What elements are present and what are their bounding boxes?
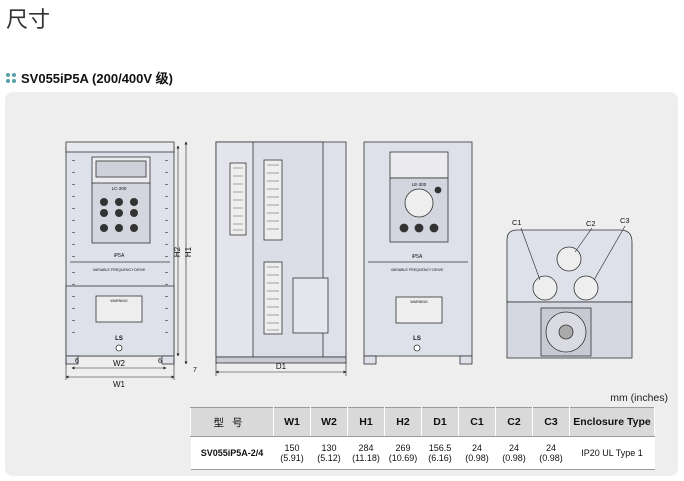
keypad-alt-model-label: LE-300 <box>412 182 427 187</box>
product-name-alt-label: iP5A <box>412 254 423 260</box>
header-w1: W1 <box>273 407 311 437</box>
brand-logo-label: LS <box>115 336 123 342</box>
keypad-model-label: LC-200 <box>112 186 127 191</box>
header-c1: C1 <box>458 407 496 437</box>
cell-enclosure: IP20 UL Type 1 <box>569 436 655 470</box>
brand-logo-alt-label: LS <box>413 336 421 342</box>
cell-w2: 130(5.12) <box>310 436 348 470</box>
bottom-view <box>506 229 633 359</box>
header-h1: H1 <box>347 407 385 437</box>
table-row: SV055iP5A-2/4 150(5.91) 130(5.12) 284(11… <box>190 436 655 470</box>
header-d1: D1 <box>421 407 459 437</box>
cell-c2: 24(0.98) <box>495 436 533 470</box>
product-name-label: iP5A <box>114 253 125 259</box>
warning-alt-label: WARNING <box>410 300 427 304</box>
cell-w1: 150(5.91) <box>273 436 311 470</box>
side-view <box>215 141 347 364</box>
c2-label: C2 <box>586 219 596 228</box>
section-heading: SV055iP5A (200/400V 级) <box>6 68 173 87</box>
front-view <box>65 141 175 365</box>
table-header-row: 型号 W1 W2 H1 H2 D1 C1 C2 C3 Enclosure Typ… <box>190 407 655 437</box>
cell-c3: 24(0.98) <box>532 436 570 470</box>
cell-h2: 269(10.69) <box>384 436 422 470</box>
product-tagline-label: VARIABLE FREQUENCY DRIVE <box>93 268 146 272</box>
header-enclosure: Enclosure Type <box>569 407 655 437</box>
h2-dimension-label: H2 <box>173 246 182 257</box>
header-model: 型号 <box>190 407 274 437</box>
front-view-alt <box>363 141 473 365</box>
left-gap-label: 6 <box>75 358 79 365</box>
header-c2: C2 <box>495 407 533 437</box>
cell-h1: 284(11.18) <box>347 436 385 470</box>
page-title: 尺寸 <box>6 8 51 33</box>
w1-dimension-label: W1 <box>113 380 126 389</box>
product-tagline-alt-label: VARIABLE FREQUENCY DRIVE <box>391 268 444 272</box>
header-w2: W2 <box>310 407 348 437</box>
side-dimension-lines <box>215 362 347 376</box>
warning-label: WARNING <box>110 299 127 303</box>
header-h2: H2 <box>384 407 422 437</box>
d1-dimension-label: D1 <box>276 362 287 371</box>
dimension-table: 型号 W1 W2 H1 H2 D1 C1 C2 C3 Enclosure Typ… <box>190 407 655 470</box>
c3-label: C3 <box>620 216 630 225</box>
bullet-dots-icon <box>6 72 16 83</box>
w2-dimension-label: W2 <box>113 359 126 368</box>
right-gap-label: 6 <box>158 358 162 365</box>
header-c3: C3 <box>532 407 570 437</box>
units-label: mm (inches) <box>610 392 668 404</box>
front-dimension-lines <box>65 141 188 380</box>
section-heading-text: SV055iP5A (200/400V 级) <box>21 71 173 86</box>
c1-label: C1 <box>512 218 522 227</box>
side-vent-slots <box>233 164 279 331</box>
cell-model: SV055iP5A-2/4 <box>190 436 274 470</box>
cell-d1: 156.5(6.16) <box>421 436 459 470</box>
h1-dimension-label: H1 <box>184 246 193 257</box>
conduit-leader-lines <box>520 225 626 281</box>
bottom-gap-label: 7 <box>193 367 197 374</box>
vent-dots <box>72 160 168 333</box>
cell-c1: 24(0.98) <box>458 436 496 470</box>
